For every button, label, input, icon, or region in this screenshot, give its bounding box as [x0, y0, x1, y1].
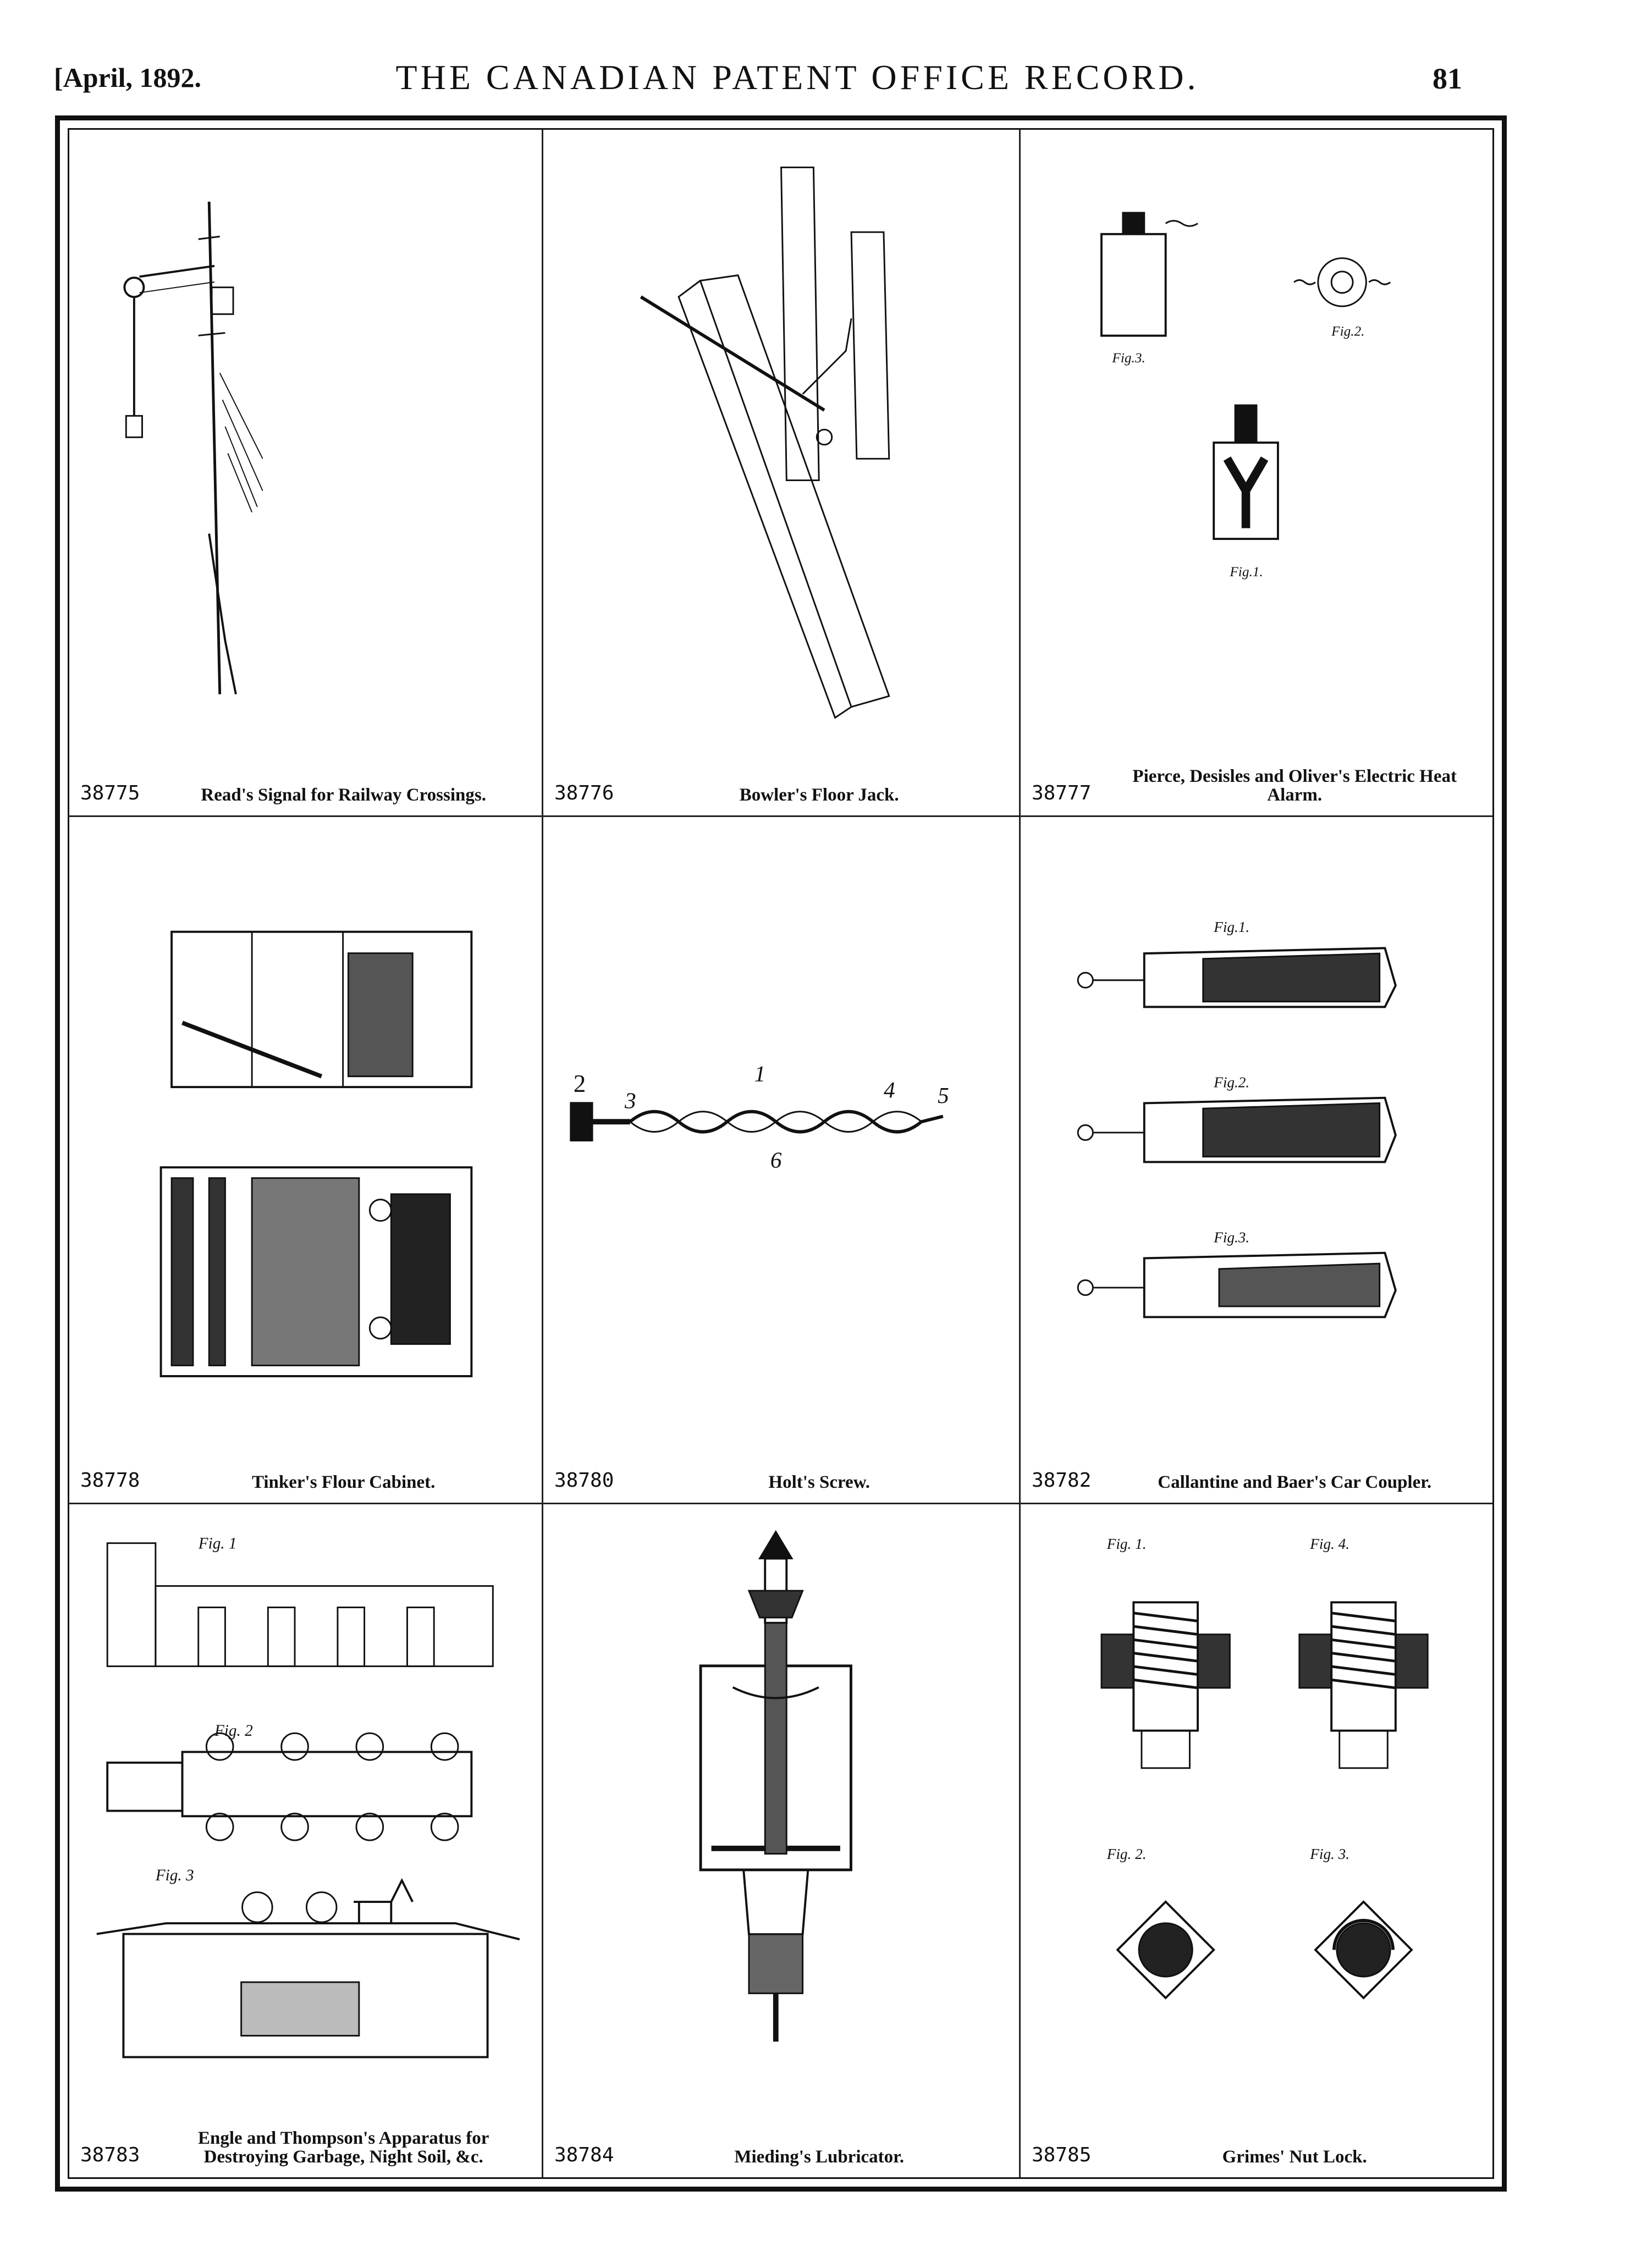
patent-title: Bowler's Floor Jack.: [739, 785, 899, 805]
issue-date: [April, 1892.: [54, 62, 202, 93]
patent-cell-38777: Fig.3. Fig.2. Fig.1. 38777 Pierce, Desis…: [1021, 130, 1492, 817]
patent-title: Grimes' Nut Lock.: [1222, 2147, 1367, 2167]
patent-cell-38775: 38775 Read's Signal for Railway Crossing…: [69, 130, 543, 817]
patent-title: Callantine and Baer's Car Coupler.: [1158, 1472, 1432, 1492]
patent-title: Tinker's Flour Cabinet.: [251, 1472, 436, 1492]
caption: 38777 Pierce, Desisles and Oliver's Elec…: [1032, 766, 1481, 804]
nutlock-fig-4-label: Fig. 4.: [1309, 1536, 1349, 1552]
patent-number: 38784: [554, 2144, 614, 2166]
patent-cell-38780: 2 3 1 4 5 6 38780 Holt's Screw.: [543, 817, 1021, 1504]
caption: 38783 Engle and Thompson's Apparatus for…: [80, 2128, 531, 2166]
screw-label-6: 6: [770, 1147, 782, 1173]
garbage-apparatus-drawing: Fig. 1 Fig. 2 Fig. 3: [91, 1526, 520, 2117]
fig-2-label: Fig.2.: [1331, 324, 1364, 339]
flour-cabinet-drawing: [91, 839, 520, 1442]
car-coupler-drawing: Fig.1. Fig.2. Fig.3.: [1043, 839, 1470, 1442]
patent-title: Engle and Thompson's Apparatus for Destr…: [197, 2128, 489, 2167]
coupler-fig-2-label: Fig.2.: [1213, 1074, 1249, 1090]
patent-number: 38775: [80, 782, 140, 804]
patent-number: 38785: [1032, 2144, 1092, 2166]
railway-signal-drawing: [91, 152, 520, 755]
patent-cell-38778: 38778 Tinker's Flour Cabinet.: [69, 817, 543, 1504]
page-header: [April, 1892. THE CANADIAN PATENT OFFICE…: [0, 0, 1625, 115]
patent-number: 38782: [1032, 1469, 1092, 1492]
caption: 38775 Read's Signal for Railway Crossing…: [80, 766, 531, 804]
patent-drawings-frame: 38775 Read's Signal for Railway Crossing…: [55, 115, 1507, 2192]
patent-cell-38783: Fig. 1 Fig. 2 Fig. 3: [69, 1504, 543, 2177]
patent-number: 38780: [554, 1469, 614, 1492]
caption: 38778 Tinker's Flour Cabinet.: [80, 1453, 531, 1492]
caption: 38776 Bowler's Floor Jack.: [554, 766, 1008, 804]
fig-3-label: Fig.3.: [1111, 350, 1145, 366]
nutlock-fig-1-label: Fig. 1.: [1106, 1536, 1147, 1552]
patent-title: Pierce, Desisles and Oliver's Electric H…: [1132, 766, 1457, 805]
publication-title: THE CANADIAN PATENT OFFICE RECORD.: [395, 58, 1199, 97]
patent-cell-38782: Fig.1. Fig.2. Fig.3.: [1021, 817, 1492, 1504]
coupler-fig-3-label: Fig.3.: [1213, 1229, 1249, 1245]
nutlock-fig-3-label: Fig. 3.: [1309, 1846, 1349, 1862]
patent-cell-38784: 38784 Mieding's Lubricator.: [543, 1504, 1021, 2177]
patent-title: Read's Signal for Railway Crossings.: [201, 785, 486, 805]
nutlock-fig-2-label: Fig. 2.: [1106, 1846, 1147, 1862]
patent-number: 38777: [1032, 782, 1092, 804]
screw-label-2: 2: [574, 1070, 586, 1097]
caption: 38782 Callantine and Baer's Car Coupler.: [1032, 1453, 1481, 1492]
page-number: 81: [1433, 62, 1462, 95]
garbage-fig-1-label: Fig. 1: [198, 1535, 237, 1552]
coupler-fig-1-label: Fig.1.: [1213, 919, 1249, 935]
nut-lock-drawing: Fig. 1. Fig. 4. Fig. 2. Fig. 3.: [1043, 1526, 1470, 2117]
patent-grid: 38775 Read's Signal for Railway Crossing…: [69, 130, 1492, 2177]
garbage-fig-3-label: Fig. 3: [155, 1867, 194, 1884]
lubricator-drawing: [565, 1526, 997, 2117]
caption: 38784 Mieding's Lubricator.: [554, 2128, 1008, 2166]
screw-label-4: 4: [884, 1077, 895, 1102]
screw-drawing: 2 3 1 4 5 6: [565, 839, 997, 1442]
screw-label-3: 3: [624, 1088, 636, 1113]
patent-number: 38778: [80, 1469, 140, 1492]
fig-1-label: Fig.1.: [1229, 564, 1263, 580]
floor-jack-drawing: [565, 152, 997, 755]
inner-border: 38775 Read's Signal for Railway Crossing…: [68, 128, 1494, 2179]
caption: 38785 Grimes' Nut Lock.: [1032, 2128, 1481, 2166]
patent-cell-38785: Fig. 1. Fig. 4. Fig. 2. Fig. 3.: [1021, 1504, 1492, 2177]
patent-number: 38776: [554, 782, 614, 804]
garbage-fig-2-label: Fig. 2: [214, 1722, 253, 1740]
patent-number: 38783: [80, 2144, 140, 2166]
screw-label-5: 5: [938, 1083, 949, 1108]
patent-title: Mieding's Lubricator.: [734, 2147, 904, 2167]
patent-cell-38776: 38776 Bowler's Floor Jack.: [543, 130, 1021, 817]
patent-title: Holt's Screw.: [768, 1472, 870, 1492]
heat-alarm-drawing: Fig.3. Fig.2. Fig.1.: [1043, 152, 1470, 755]
screw-label-1: 1: [754, 1061, 765, 1086]
caption: 38780 Holt's Screw.: [554, 1453, 1008, 1492]
